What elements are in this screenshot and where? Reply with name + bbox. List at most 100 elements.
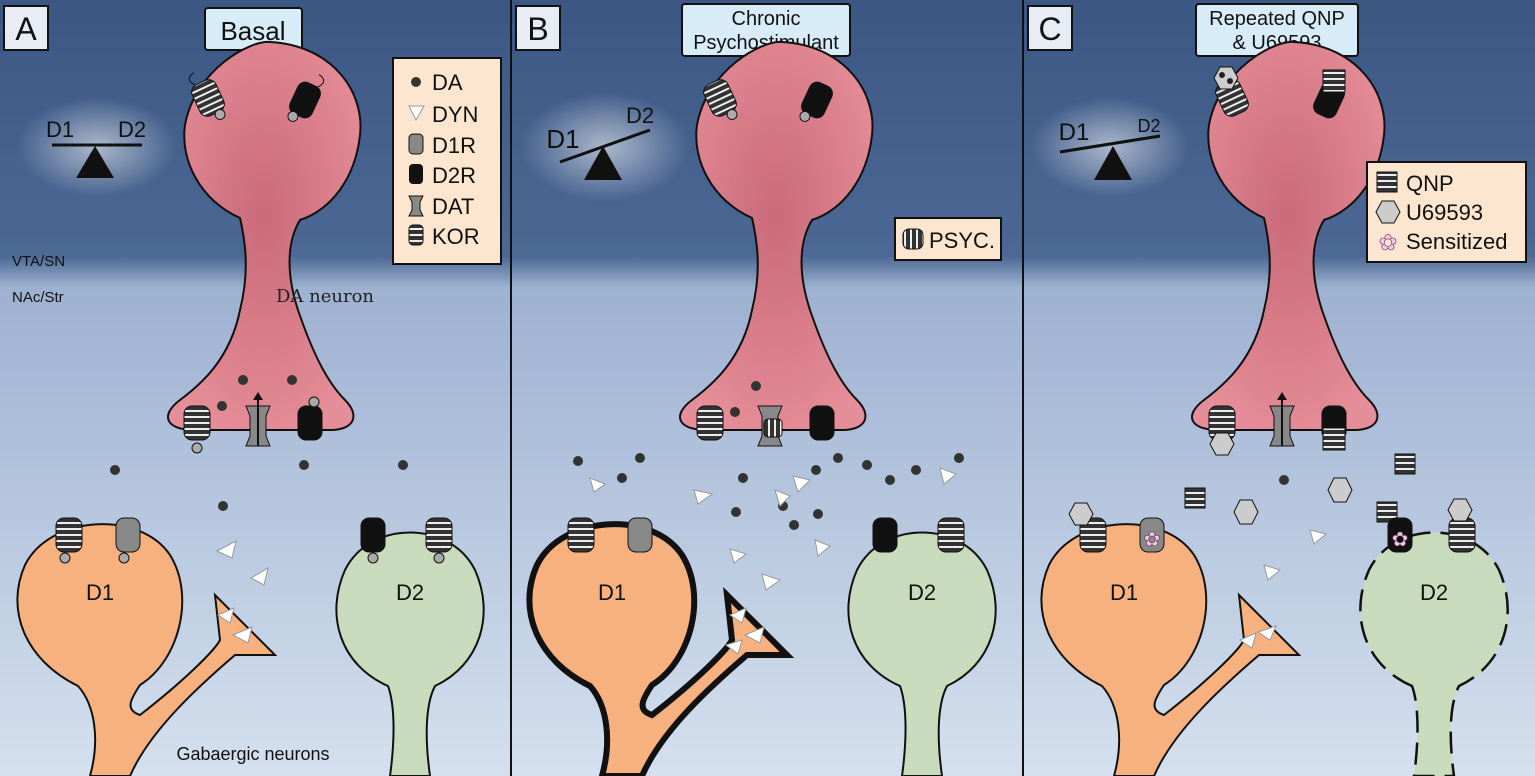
d2r-receptor (297, 396, 323, 441)
synaptic-dyn (589, 467, 957, 591)
gaba-label: Gabaergic neurons (176, 744, 329, 764)
d1r-receptor (115, 517, 141, 564)
legend-c: QNP U69593 ✿ Sensitized (1366, 161, 1527, 263)
panel-c-title-line1: Repeated QNP (1209, 8, 1345, 30)
panel-a-letter-box (3, 5, 49, 51)
kor-receptor (696, 405, 724, 441)
synaptic-molecules (573, 453, 964, 530)
da-molecule (218, 501, 228, 511)
seesaw-label-d2: D2 (118, 117, 146, 142)
sensitized-icon: ✿ (1392, 529, 1409, 551)
u69593-icon (1213, 66, 1239, 90)
legend-b: PSYC. (894, 217, 1002, 261)
da-neuron-body (1191, 40, 1386, 431)
legend-kor-icon (408, 224, 424, 246)
kor-receptor (703, 79, 738, 120)
seesaw-beam (1059, 134, 1161, 154)
d2-cell-label: D2 (1420, 580, 1448, 605)
panel-b-letter-box (515, 5, 561, 51)
d2-cell-label: D2 (396, 580, 424, 605)
panel-a-title: Basal (220, 16, 285, 46)
panel-b-title-line1: Chronic (732, 8, 801, 30)
legend-dat-label: DAT (432, 194, 474, 219)
panel-b: B Chronic Psychostimulant D1 D2 (515, 3, 1002, 776)
dyn-molecule (249, 566, 269, 586)
d2-cell-label: D2 (908, 580, 936, 605)
legend-d1r-icon (408, 133, 424, 155)
sensitized-icon: ✿ (1144, 529, 1161, 551)
legend-psyc-label: PSYC. (929, 228, 995, 253)
kor-receptor (188, 72, 226, 120)
legend-dyn-label: DYN (432, 102, 478, 127)
legend-da-icon (411, 77, 421, 87)
seesaw-label-d1: D1 (1059, 119, 1090, 146)
seesaw-glow (17, 97, 177, 197)
dat-transporter (1269, 392, 1295, 447)
seesaw-label-d1: D1 (46, 117, 74, 142)
panel-c-letter: C (1038, 11, 1061, 47)
legend-a: DA DYN D1R D2R DAT KOR (392, 57, 502, 265)
dyn-molecule (1256, 625, 1277, 641)
legend-d1r-label: D1R (432, 133, 476, 158)
seesaw-label-d1: D1 (546, 124, 579, 154)
da-molecule (110, 465, 120, 475)
legend-d2r-icon (409, 164, 423, 184)
legend-dyn-icon (408, 105, 425, 122)
region-label-vta: VTA/SN (12, 253, 65, 270)
kor-receptor (1448, 517, 1476, 553)
panel-a: A Basal D1 D2 VTA/SN NAc/Str DA neuron (3, 5, 502, 776)
da-molecule (287, 375, 297, 385)
panel-a-letter: A (15, 11, 37, 47)
da-molecule (217, 401, 227, 411)
da-neuron-body (679, 40, 874, 431)
kor-receptor (1208, 405, 1236, 456)
seesaw-label-d2: D2 (1137, 116, 1160, 136)
kor-receptor (55, 517, 83, 564)
kor-receptor (567, 517, 595, 553)
d1-cell-label: D1 (598, 580, 626, 605)
psyc-icon (763, 418, 783, 438)
da-molecule (751, 381, 761, 391)
legend-sensitized-icon: ✿ (1379, 230, 1397, 255)
dyn-molecule (216, 607, 235, 624)
dyn-molecule (1238, 632, 1257, 649)
dat-transporter (245, 392, 271, 447)
dyn-molecule (215, 540, 237, 559)
seesaw-fulcrum (76, 146, 114, 178)
d2r-receptor (809, 405, 835, 441)
dyn-molecule (743, 626, 765, 644)
dat-blocked-transporter (757, 405, 783, 447)
d2r-receptor (360, 517, 386, 564)
da-molecule (730, 407, 740, 417)
d2r-receptor (799, 81, 833, 122)
seesaw-beam (559, 128, 651, 164)
legend-kor-label: KOR (432, 224, 480, 249)
seesaw-fulcrum (1094, 146, 1132, 180)
qnp-icon (1322, 69, 1346, 93)
seesaw-glow (1030, 97, 1190, 197)
legend-d2r-label: D2R (432, 163, 476, 188)
panel-c: C Repeated QNP & U69593 D1 D2 (1027, 3, 1527, 776)
dyn-molecule (231, 626, 253, 644)
da-neuron-body (167, 40, 362, 431)
d1-cell-body (526, 521, 795, 776)
region-label-nac: NAc/Str (12, 289, 64, 306)
panel-c-letter-box (1027, 5, 1073, 51)
d2r-receptor: ✿ (1387, 517, 1413, 553)
d2r-receptor (287, 74, 325, 122)
d1r-receptor (627, 517, 653, 553)
legend-sensitized-label: Sensitized (1406, 229, 1508, 254)
dyn-molecule (728, 607, 747, 624)
da-molecule (238, 375, 248, 385)
seesaw-label-d2: D2 (626, 103, 654, 128)
kor-receptor (425, 517, 453, 564)
d1-cell-label: D1 (86, 580, 114, 605)
kor-receptor (183, 405, 211, 454)
d2r-receptor (872, 517, 898, 553)
d2r-receptor (1321, 405, 1347, 451)
legend-qnp-label: QNP (1406, 171, 1454, 196)
synaptic-molecules (1184, 453, 1416, 581)
d1-cell-body (16, 523, 278, 776)
legend-psyc-icon (902, 228, 924, 250)
